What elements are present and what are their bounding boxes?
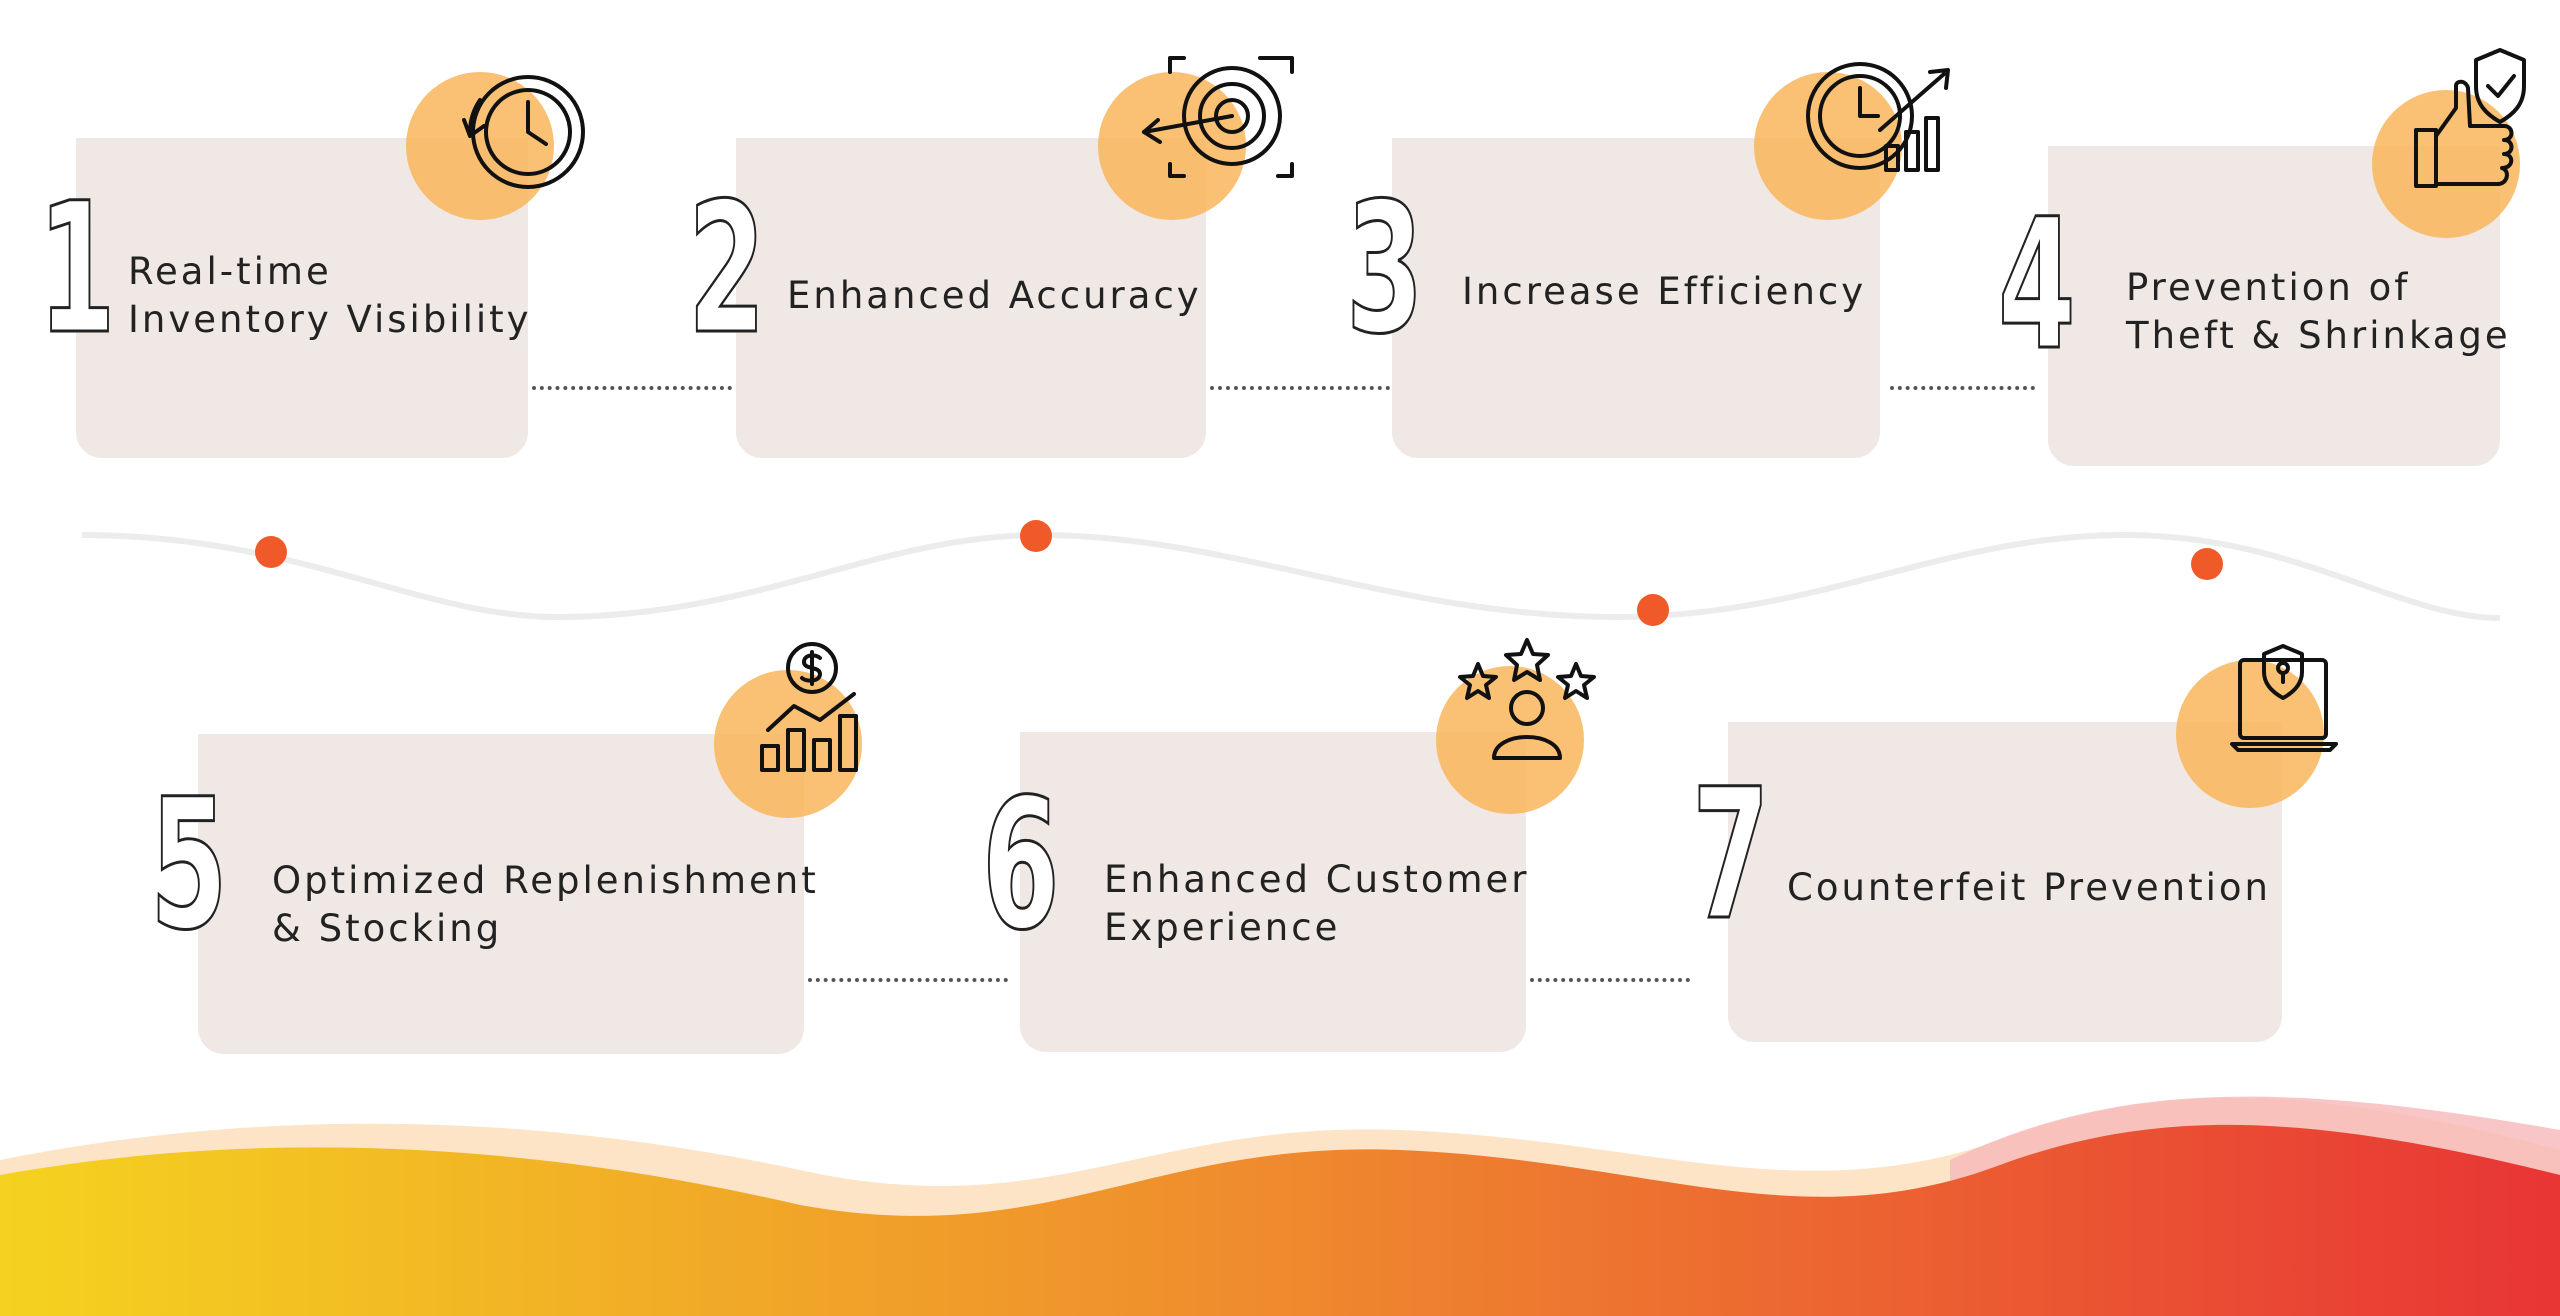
clock-growth-chart-icon (1804, 62, 1950, 174)
step-number-6: 6 (981, 761, 1061, 970)
dotted-connector (1210, 386, 1390, 390)
step-label-2: Enhanced Accuracy (787, 274, 1202, 317)
step-number-7: 7 (1691, 751, 1771, 960)
dollar-bar-chart-icon (758, 642, 870, 774)
step-circle-1 (406, 72, 554, 220)
step-number-4: 4 (1997, 181, 2077, 390)
customer-stars-icon (1458, 638, 1596, 762)
step-number-1: 1 (37, 165, 117, 374)
dotted-connector (532, 386, 732, 390)
timeline-marker (255, 536, 287, 568)
timeline-marker (1637, 594, 1669, 626)
laptop-shield-icon (2230, 644, 2338, 754)
step-label-4: Prevention of Theft & Shrinkage (2126, 266, 2511, 357)
dotted-connector (1530, 978, 1690, 982)
step-card-5 (198, 734, 804, 1054)
step-number-2: 2 (687, 165, 767, 374)
dotted-connector (1890, 386, 2035, 390)
step-label-1: Real-time Inventory Visibility (128, 250, 532, 341)
step-label-7: Counterfeit Prevention (1787, 866, 2272, 909)
step-label-5: Optimized Replenishment & Stocking (272, 859, 819, 950)
step-circle-3 (1754, 72, 1902, 220)
target-arrow-icon (1140, 56, 1294, 178)
timeline-marker (1020, 520, 1052, 552)
step-number-5: 5 (149, 761, 229, 970)
step-label-6: Enhanced Customer Experience (1104, 858, 1530, 949)
timeline-marker (2191, 548, 2223, 580)
step-card-6 (1020, 732, 1526, 1052)
step-circle-4 (2372, 90, 2520, 238)
thumbs-up-shield-icon (2412, 46, 2526, 192)
clock-refresh-icon (458, 72, 588, 194)
dotted-connector (808, 978, 1008, 982)
step-number-3: 3 (1345, 165, 1425, 374)
step-label-3: Increase Efficiency (1462, 270, 1867, 313)
